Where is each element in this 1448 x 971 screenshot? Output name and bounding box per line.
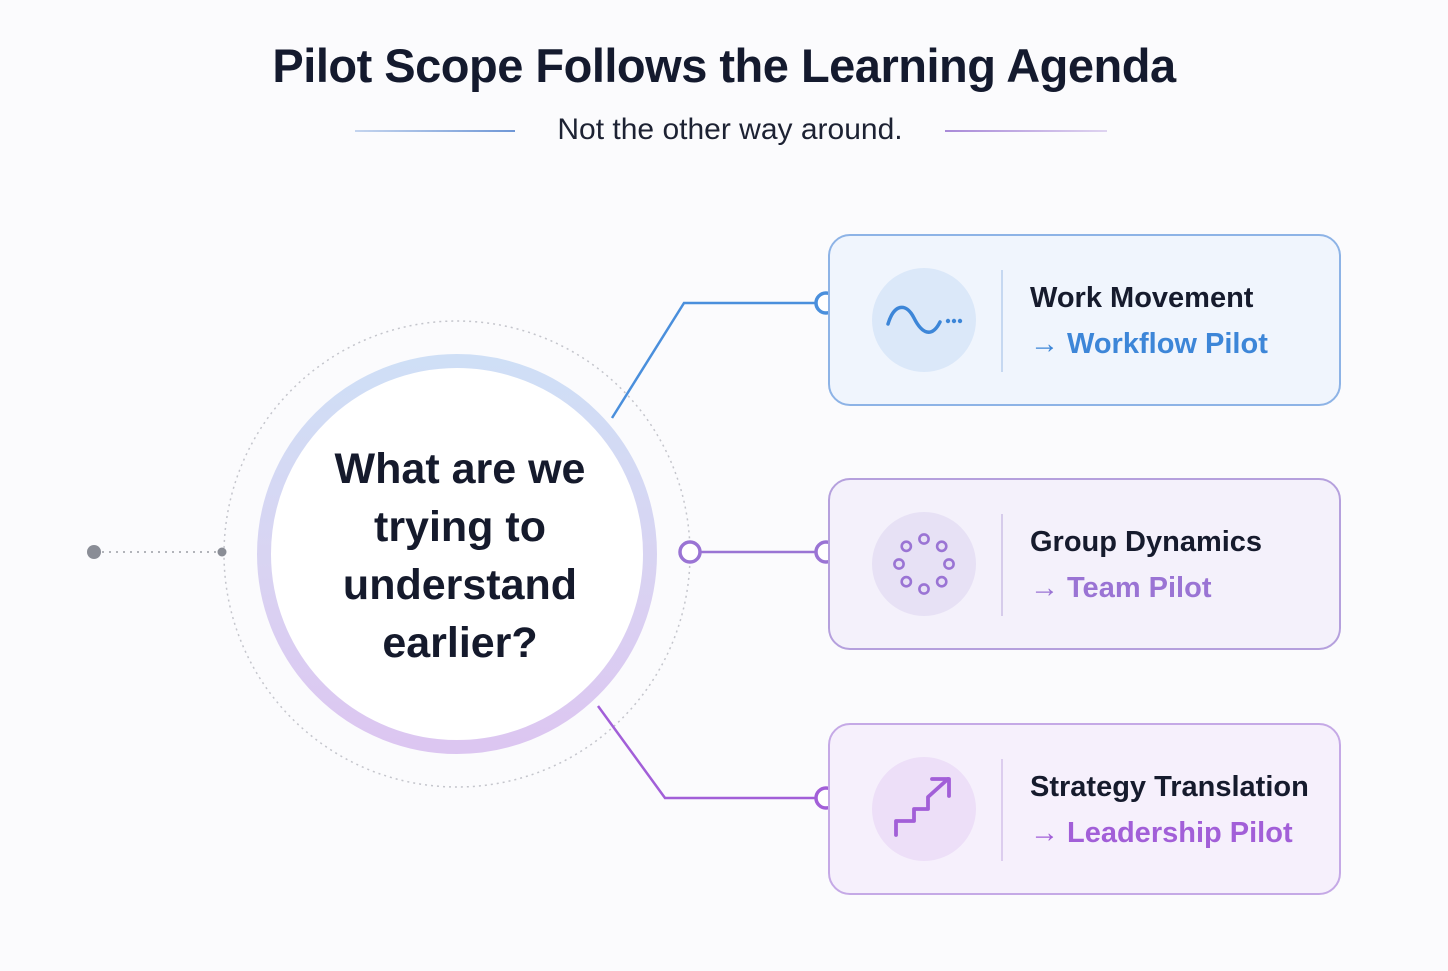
icon-disc bbox=[872, 512, 976, 616]
card-title: Strategy Translation bbox=[1030, 771, 1309, 803]
circle-of-dots-icon bbox=[893, 533, 955, 595]
hub-question: What are we trying to understand earlier… bbox=[334, 445, 586, 667]
card-divider bbox=[1001, 514, 1003, 616]
card-pilot-label: Team Pilot bbox=[1067, 572, 1212, 604]
arrow-right-icon: → bbox=[1030, 817, 1059, 849]
icon-disc bbox=[872, 757, 976, 861]
card-title: Group Dynamics bbox=[1030, 526, 1263, 558]
lead-dot-end bbox=[217, 547, 227, 557]
icon-disc bbox=[872, 268, 976, 372]
card-pilot-link[interactable]: →Leadership Pilot bbox=[1030, 817, 1293, 850]
connector-node-hub bbox=[678, 540, 702, 564]
card-pilot-label: Leadership Pilot bbox=[1067, 817, 1293, 849]
arrow-right-icon: → bbox=[1030, 328, 1059, 360]
connector-workflow bbox=[610, 301, 815, 419]
card-divider bbox=[1001, 270, 1003, 372]
subtitle-rule-left bbox=[355, 130, 515, 132]
card-pilot-link[interactable]: →Workflow Pilot bbox=[1030, 328, 1268, 361]
page-subtitle: Not the other way around. bbox=[557, 113, 903, 146]
wave-icon bbox=[886, 305, 963, 334]
hub-ring bbox=[257, 354, 657, 754]
card-group-dynamics[interactable]: Group Dynamics →Team Pilot bbox=[828, 478, 1341, 650]
subtitle-rule-right bbox=[945, 130, 1107, 132]
subtitle-row: Not the other way around. bbox=[0, 113, 1448, 149]
card-title: Work Movement bbox=[1030, 282, 1254, 314]
arrow-right-icon: → bbox=[1030, 572, 1059, 604]
lead-dot-start bbox=[87, 545, 101, 559]
card-strategy-translation[interactable]: Strategy Translation →Leadership Pilot bbox=[828, 723, 1341, 895]
connector-leadership bbox=[596, 705, 815, 800]
card-work-movement[interactable]: Work Movement →Workflow Pilot bbox=[828, 234, 1341, 406]
card-pilot-label: Workflow Pilot bbox=[1067, 328, 1268, 360]
card-divider bbox=[1001, 759, 1003, 861]
page-title: Pilot Scope Follows the Learning Agenda bbox=[272, 39, 1176, 92]
card-pilot-link[interactable]: →Team Pilot bbox=[1030, 572, 1212, 605]
stairs-arrow-icon bbox=[894, 777, 951, 837]
